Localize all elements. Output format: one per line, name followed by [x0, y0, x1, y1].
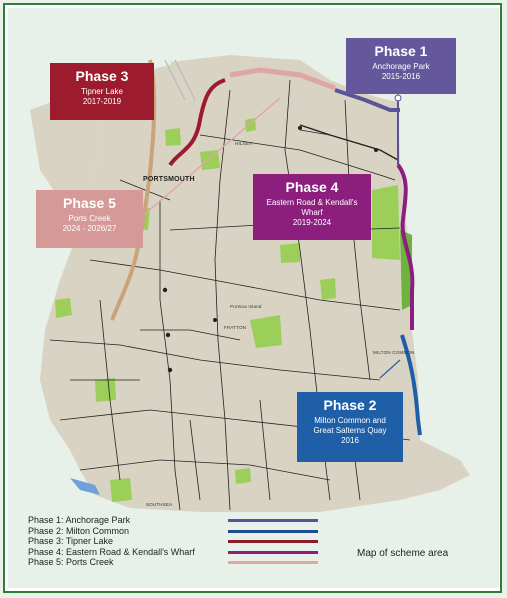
phase-4-box: Phase 4 Eastern Road & Kendall's Wharf 2… [253, 174, 371, 240]
legend-label-phase-1: Phase 1: Anchorage Park [28, 515, 131, 525]
phase-2-line [400, 334, 422, 436]
label-portsmouth: PORTSMOUTH [143, 176, 195, 183]
phase-5-box: Phase 5 Ports Creek 2024 - 2026/27 [36, 190, 143, 248]
label-milton-common: MILTON COMMON [373, 350, 415, 355]
label-fratton: FRATTON [224, 325, 247, 330]
label-hilsea: HILSEA [235, 141, 253, 146]
phase-3-line [168, 78, 226, 167]
legend-label-phase-5: Phase 5: Ports Creek [28, 557, 114, 567]
legend-row-phase-3: Phase 3: Tipner Lake [28, 536, 328, 547]
phase-2-dates: 2016 [341, 436, 359, 445]
southsea-water [70, 478, 100, 495]
railway-line [299, 124, 399, 161]
phase-1-dates: 2015-2016 [381, 72, 421, 81]
map-legend: Phase 1: Anchorage Park Phase 2: Milton … [28, 515, 328, 568]
west-peninsula [30, 95, 100, 205]
phase-5-name: Ports Creek [68, 214, 111, 223]
phase-5-dates: 2024 - 2026/27 [62, 224, 117, 233]
phase-5-line [229, 67, 336, 91]
label-southsea: SOUTHSEA [146, 502, 173, 507]
phase-1-name: Anchorage Park [372, 62, 430, 71]
phase-1-marker [394, 94, 402, 102]
legend-label-phase-2: Phase 2: Milton Common [28, 525, 130, 536]
phase-3-dates: 2017-2019 [82, 97, 122, 106]
phase-5-title: Phase 5 [63, 195, 116, 211]
phase-1-title: Phase 1 [374, 43, 428, 59]
phase-3-name: Tipner Lake [81, 87, 123, 96]
north-roads [164, 59, 196, 101]
legend-row-phase-4: Phase 4: Eastern Road & Kendall's Wharf [28, 547, 328, 558]
phase-5-pointer [137, 97, 281, 221]
legend-swatch-phase-3 [228, 540, 318, 543]
phase-2-title: Phase 2 [323, 397, 377, 413]
map-caption: Map of scheme area [357, 548, 449, 559]
phase-1-box: Phase 1 Anchorage Park 2015-2016 [346, 38, 456, 94]
legend-row-phase-1: Phase 1: Anchorage Park [28, 515, 328, 526]
legend-label-phase-3: Phase 3: Tipner Lake [28, 536, 114, 546]
phase-4-title: Phase 4 [285, 179, 339, 195]
phase-4-dates: 2019-2024 [292, 218, 332, 227]
legend-row-phase-2: Phase 2: Milton Common [28, 526, 328, 537]
phase-3-title: Phase 3 [75, 68, 129, 84]
legend-row-phase-5: Phase 5: Ports Creek [28, 557, 328, 568]
legend-swatch-phase-4 [228, 550, 318, 554]
phase-1-line [334, 88, 400, 112]
phase-2-name: Milton Common and Great Salterns Quay [313, 416, 387, 435]
legend-swatch-phase-1 [228, 519, 318, 522]
legend-swatch-phase-2 [228, 529, 318, 533]
phase-4-line [396, 163, 415, 330]
stations [162, 126, 378, 373]
phase-2-box: Phase 2 Milton Common and Great Salterns… [297, 392, 403, 462]
phase-4-name: Eastern Road & Kendall's Wharf [266, 198, 358, 217]
legend-label-phase-4: Phase 4: Eastern Road & Kendall's Wharf [28, 546, 195, 557]
label-portsea-island: Portsea Island [230, 304, 262, 309]
phase-3-box: Phase 3 Tipner Lake 2017-2019 [50, 63, 154, 120]
legend-swatch-phase-5 [228, 561, 318, 564]
phase-2-pointer [379, 359, 401, 379]
